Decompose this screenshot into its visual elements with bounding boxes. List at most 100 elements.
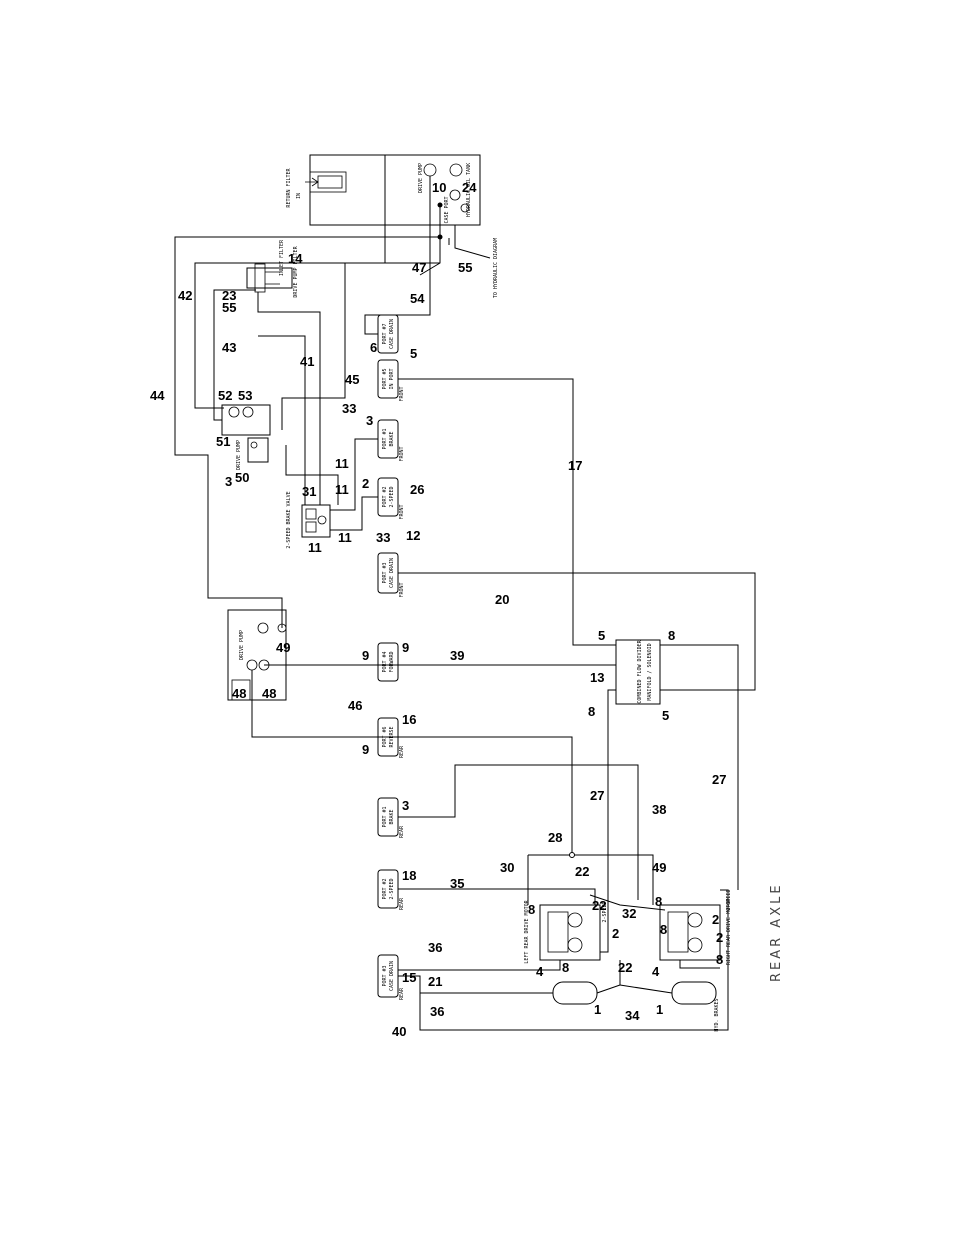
callout: 4 <box>652 964 660 979</box>
callout: 11 <box>338 530 352 545</box>
callout: 48 <box>262 686 276 701</box>
callout: 28 <box>548 830 562 845</box>
callout: 13 <box>590 670 604 685</box>
svg-text:2-SPEED: 2-SPEED <box>389 486 395 507</box>
callout: 42 <box>178 288 192 303</box>
callout: 15 <box>402 970 416 985</box>
callout: 22 <box>618 960 632 975</box>
svg-text:PORT #3: PORT #3 <box>382 562 388 583</box>
callout: 27 <box>590 788 604 803</box>
callout: 47 <box>412 260 426 275</box>
callout: 12 <box>406 528 420 543</box>
callout: 36 <box>430 1004 444 1019</box>
hydraulic-oil-tank: HYDRAULIC OIL TANK RETURN FILTER IN DRIV… <box>286 154 481 226</box>
callout: 6 <box>370 340 377 355</box>
svg-text:PORT #1: PORT #1 <box>382 806 388 827</box>
drive-pump-filter-label: DRIVE PUMP FILTER <box>293 245 299 297</box>
callout: 9 <box>362 648 369 663</box>
port-box-3-rear: PORT #3 CASE DRAIN REAR <box>377 954 405 1000</box>
svg-text:FRONT: FRONT <box>399 446 405 461</box>
brake-valve-label: 2-SPEED BRAKE VALVE <box>286 491 292 548</box>
callout: 30 <box>500 860 514 875</box>
hyd-brakes: HYD. BRAKES <box>552 981 720 1032</box>
svg-text:REAR: REAR <box>399 745 405 758</box>
two-speed-brake-valve: 2-SPEED BRAKE VALVE <box>286 491 331 549</box>
callout: 8 <box>716 952 723 967</box>
svg-text:REAR: REAR <box>399 897 405 910</box>
callout: 3 <box>402 798 409 813</box>
drive-pump-upper: DRIVE PUMP <box>221 404 271 470</box>
callout: 33 <box>376 530 390 545</box>
callout: 2 <box>612 926 619 941</box>
to-hydraulic-diagram-label: TO HYDRAULIC DIAGRAM <box>493 238 499 298</box>
callout: 8 <box>562 960 569 975</box>
callout: 8 <box>528 902 535 917</box>
callout: 18 <box>402 868 416 883</box>
svg-text:PORT #5: PORT #5 <box>382 368 388 389</box>
svg-text:REAR: REAR <box>399 987 405 1000</box>
callout: 49 <box>652 860 666 875</box>
callout: 22 <box>575 864 589 879</box>
callout: 48 <box>232 686 246 701</box>
callout: 39 <box>450 648 464 663</box>
callout: 27 <box>712 772 726 787</box>
callout: 35 <box>450 876 464 891</box>
svg-text:CASE DRAIN: CASE DRAIN <box>389 558 395 588</box>
flow-divider-label: COMBINED FLOW DIVIDER <box>637 639 643 703</box>
case-port-icon <box>449 189 461 201</box>
callout: 21 <box>428 974 442 989</box>
tank-aux-icon <box>460 203 470 213</box>
callout: 2 <box>712 912 719 927</box>
callout: 11 <box>308 540 322 555</box>
callout: 11 <box>335 482 349 497</box>
svg-text:REAR: REAR <box>399 825 405 838</box>
callout: 40 <box>392 1024 406 1039</box>
brakes-label: HYD. BRAKES <box>714 998 720 1031</box>
callout: 45 <box>345 372 359 387</box>
inlet-filter-label: INLET FILTER <box>279 239 285 276</box>
callout: 1 <box>594 1002 601 1017</box>
port-box-6: PORT #6 REVERSE REAR <box>377 717 405 758</box>
callout: 41 <box>300 354 314 369</box>
callout: 50 <box>235 470 249 485</box>
callout: 33 <box>342 401 356 416</box>
callout: 10 <box>432 180 446 195</box>
tank-in-label: IN <box>296 193 302 199</box>
callout: 34 <box>625 1008 640 1023</box>
callout: 17 <box>568 458 582 473</box>
svg-text:PORT #4: PORT #4 <box>382 651 388 672</box>
callout: 1 <box>656 1002 663 1017</box>
callout: 5 <box>598 628 605 643</box>
callout-numbers: 10 24 14 47 55 23 55 42 43 54 6 5 44 41 … <box>150 180 726 1039</box>
svg-text:PORT #3: PORT #3 <box>382 965 388 986</box>
drive-pump-filter: INLET FILTER DRIVE PUMP FILTER <box>246 239 299 298</box>
callout: 2 <box>362 476 369 491</box>
port-box-2-rear: PORT #2 2-SPEED REAR <box>377 869 405 910</box>
callout: 23 <box>222 288 236 303</box>
right-rear-drive-motor: RIGHT REAR DRIVE MOTOR 2-SPEED <box>659 889 732 965</box>
callout: 31 <box>302 484 316 499</box>
tank-label: HYDRAULIC OIL TANK <box>466 163 472 217</box>
svg-text:PORT #2: PORT #2 <box>382 878 388 899</box>
callout: 36 <box>428 940 442 955</box>
callout: 8 <box>660 922 667 937</box>
callout: 11 <box>335 456 349 471</box>
svg-text:FORWARD: FORWARD <box>389 651 395 672</box>
return-filter-label: RETURN FILTER <box>286 167 292 207</box>
svg-text:FRONT: FRONT <box>399 386 405 401</box>
svg-text:BRAKE: BRAKE <box>389 431 395 446</box>
combined-flow-divider: COMBINED FLOW DIVIDER MANIFOLD / SOLENOI… <box>615 639 661 705</box>
left-rear-drive-motor: LEFT REAR DRIVE MOTOR 2-SPEED <box>524 899 608 963</box>
callout: 5 <box>662 708 669 723</box>
rear-axle-label: REAR AXLE <box>769 882 784 982</box>
callout: 2 <box>716 930 723 945</box>
callout: 3 <box>366 413 373 428</box>
callout: 8 <box>668 628 675 643</box>
callout: 38 <box>652 802 666 817</box>
callout: 8 <box>588 704 595 719</box>
callout: 22 <box>592 898 606 913</box>
callout: 14 <box>288 251 303 266</box>
left-motor-label: LEFT REAR DRIVE MOTOR <box>524 899 530 963</box>
svg-text:FRONT: FRONT <box>399 582 405 597</box>
callout: 54 <box>410 291 425 306</box>
